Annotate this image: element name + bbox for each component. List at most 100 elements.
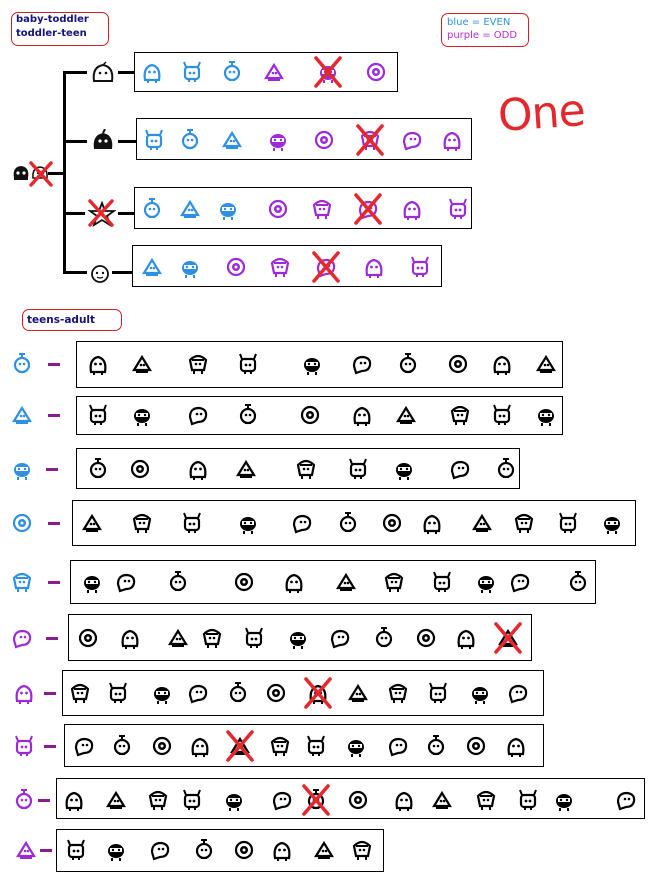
adult-character-icon bbox=[349, 458, 367, 479]
tree-branch-1 bbox=[63, 71, 87, 74]
adult-character-icon bbox=[339, 512, 357, 533]
adult-character-icon bbox=[536, 354, 556, 373]
adult-character-icon bbox=[307, 735, 325, 756]
adult-character-icon bbox=[188, 406, 208, 426]
adult-character-icon bbox=[423, 514, 441, 534]
teen-character-icon bbox=[264, 62, 284, 81]
cross-mark-icon bbox=[356, 124, 384, 156]
adult-character-icon bbox=[466, 736, 486, 756]
adult-character-icon bbox=[108, 844, 124, 861]
adult-character-icon bbox=[89, 355, 107, 375]
label-teens-adult: teens-adult bbox=[22, 309, 122, 331]
teen-character-icon bbox=[16, 840, 36, 859]
tree-connector-1 bbox=[118, 71, 134, 74]
adult-character-icon bbox=[89, 404, 107, 425]
adult-character-icon bbox=[239, 404, 257, 425]
adult-character-icon bbox=[396, 405, 416, 424]
adult-character-icon bbox=[497, 458, 515, 479]
adult-character-icon bbox=[432, 790, 452, 809]
adult-character-icon bbox=[74, 737, 94, 757]
adult-character-icon bbox=[132, 513, 152, 533]
adult-character-icon bbox=[450, 460, 470, 480]
cross-mark-icon bbox=[88, 199, 114, 227]
teen-character-icon bbox=[182, 261, 198, 278]
adult-character-icon bbox=[353, 406, 371, 426]
connector-dash bbox=[48, 414, 60, 417]
adult-character-icon bbox=[130, 459, 150, 479]
connector-dash bbox=[46, 468, 58, 471]
adult-character-icon bbox=[183, 512, 201, 533]
teen-character-icon bbox=[220, 203, 236, 220]
tree-branch-2 bbox=[63, 140, 87, 143]
adult-character-icon bbox=[507, 737, 525, 757]
adult-character-icon bbox=[416, 628, 436, 648]
adult-row-8 bbox=[64, 724, 544, 767]
adult-character-icon bbox=[375, 627, 393, 648]
adult-character-icon bbox=[493, 355, 511, 375]
adult-character-icon bbox=[270, 736, 290, 756]
adult-character-icon bbox=[478, 576, 494, 593]
adult-character-icon bbox=[226, 794, 242, 811]
adult-character-icon bbox=[132, 354, 152, 373]
teen-character-icon bbox=[268, 199, 288, 219]
adult-character-icon bbox=[109, 682, 127, 703]
adult-character-icon bbox=[229, 682, 247, 703]
adult-character-icon bbox=[266, 683, 286, 703]
adult-row-3 bbox=[76, 448, 520, 489]
adult-character-icon bbox=[65, 791, 83, 811]
adult-character-icon bbox=[292, 514, 312, 534]
adult-character-icon bbox=[556, 794, 572, 811]
teen-character-icon bbox=[142, 257, 162, 276]
adult-character-icon bbox=[336, 572, 356, 591]
adult-character-icon bbox=[616, 791, 636, 811]
teen-character-icon bbox=[223, 61, 241, 82]
tree-branch-4 bbox=[63, 271, 87, 274]
adult-character-icon bbox=[134, 409, 150, 426]
adult-character-icon bbox=[84, 576, 100, 593]
adult-character-icon bbox=[202, 628, 222, 648]
label-toddler-teen: toddler-teen bbox=[16, 28, 87, 39]
teen-character-icon bbox=[12, 513, 32, 533]
adult-row-5 bbox=[70, 560, 596, 604]
connector-dash bbox=[48, 522, 60, 525]
teen-character-icon bbox=[366, 62, 386, 82]
adult-character-icon bbox=[273, 841, 291, 861]
adult-character-icon bbox=[195, 839, 213, 860]
label-baby-toddler: baby-toddler bbox=[16, 14, 89, 25]
adult-character-icon bbox=[121, 629, 139, 649]
adult-character-icon bbox=[240, 517, 256, 534]
adult-character-icon bbox=[290, 632, 306, 649]
teen-character-icon bbox=[443, 131, 461, 151]
teen-character-icon bbox=[314, 130, 334, 150]
connector-dash bbox=[48, 363, 60, 366]
teen-character-icon bbox=[411, 256, 429, 277]
tree-branch-3 bbox=[63, 212, 85, 215]
label-baby-toddler-toddler-teen: baby-toddler toddler-teen bbox=[11, 12, 109, 46]
adult-character-icon bbox=[245, 627, 263, 648]
parity-legend: blue = EVEN purple = ODD bbox=[441, 13, 529, 47]
teen-character-icon bbox=[145, 129, 163, 150]
teen-character-icon bbox=[222, 130, 242, 149]
toddler-marutchi-icon bbox=[92, 61, 114, 82]
adult-character-icon bbox=[285, 573, 303, 593]
teen-character-icon bbox=[403, 200, 421, 220]
adult-character-icon bbox=[382, 513, 402, 533]
teen-character-icon bbox=[312, 199, 332, 219]
adult-character-icon bbox=[304, 358, 320, 375]
adult-character-icon bbox=[191, 737, 209, 757]
cross-mark-icon bbox=[226, 730, 254, 762]
adult-character-icon bbox=[493, 404, 511, 425]
tree-trunk bbox=[63, 72, 66, 273]
cross-mark-icon bbox=[312, 251, 340, 283]
adult-character-icon bbox=[476, 790, 496, 810]
adult-character-icon bbox=[106, 790, 126, 809]
connector-dash bbox=[44, 745, 56, 748]
connector-dash bbox=[44, 692, 56, 695]
adult-character-icon bbox=[116, 573, 136, 593]
adult-character-icon bbox=[296, 459, 316, 479]
tree-baby-connector bbox=[48, 172, 64, 175]
label-teens-adult-text: teens-adult bbox=[27, 314, 96, 326]
adult-character-icon bbox=[78, 628, 98, 648]
teen-character-icon bbox=[12, 629, 32, 649]
